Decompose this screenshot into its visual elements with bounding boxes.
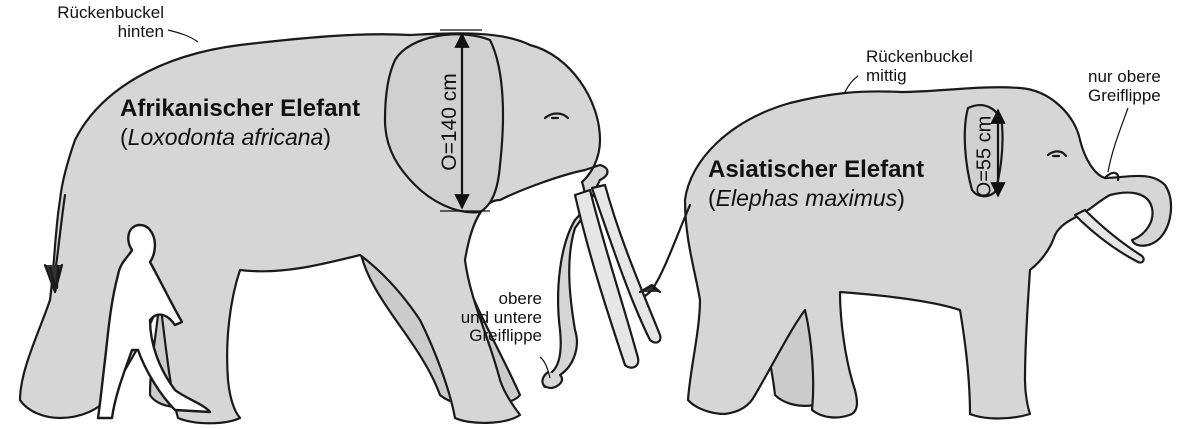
asian-tail <box>652 205 690 290</box>
asian-body <box>685 87 1171 418</box>
asian-elephant <box>640 87 1171 418</box>
african-ear-measure-label: O=140 cm <box>438 62 462 182</box>
leader-ruecken-mittig <box>845 76 858 92</box>
label-ruecken-hinten-line2: hinten <box>14 23 164 42</box>
leader-nur-obere <box>1108 108 1128 172</box>
label-ruecken-mittig-line1: Rückenbuckel <box>866 48 973 67</box>
label-nur-obere-line2: Greiflippe <box>1088 87 1161 106</box>
label-ruecken-mittig-line2: mittig <box>866 67 973 86</box>
label-obere-untere-line1: obere <box>420 290 542 309</box>
african-latin-name: (Loxodonta africana) <box>120 125 331 150</box>
label-obere-untere: obere und untere Greiflippe <box>420 290 542 346</box>
african-latin-text: Loxodonta africana <box>128 124 324 150</box>
label-ruecken-hinten: Rückenbuckel hinten <box>14 4 164 41</box>
asian-latin-text: Elephas maximus <box>716 185 898 211</box>
label-ruecken-mittig: Rückenbuckel mittig <box>866 48 973 85</box>
label-nur-obere: nur obere Greiflippe <box>1088 68 1161 105</box>
leader-ruecken-hinten <box>168 30 198 42</box>
african-title: Afrikanischer Elefant <box>120 96 360 122</box>
label-obere-untere-line2: und untere <box>420 309 542 328</box>
asian-latin-name: (Elephas maximus) <box>708 186 905 211</box>
asian-tusk <box>1075 210 1144 263</box>
label-nur-obere-line1: nur obere <box>1088 68 1161 87</box>
label-ruecken-hinten-line1: Rückenbuckel <box>14 4 164 23</box>
label-obere-untere-line3: Greiflippe <box>420 327 542 346</box>
asian-title: Asiatischer Elefant <box>708 157 924 183</box>
asian-ear-measure-label: O=55 cm <box>974 112 997 202</box>
